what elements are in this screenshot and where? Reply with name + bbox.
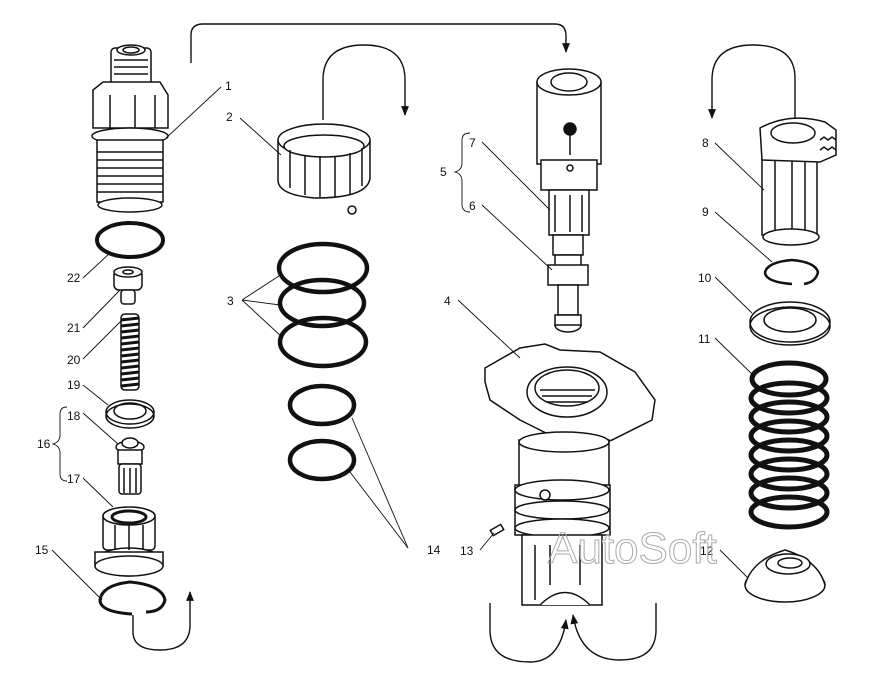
part-volume-reducer bbox=[113, 266, 143, 305]
part-delivery-valve bbox=[115, 437, 145, 495]
callout-6: 6 bbox=[469, 199, 476, 213]
callout-17: 17 bbox=[67, 472, 81, 486]
arrow-bottom-center-left bbox=[489, 603, 569, 663]
callout-9: 9 bbox=[702, 205, 709, 219]
arrow-bottom-left bbox=[132, 591, 194, 651]
callout-16: 16 bbox=[37, 437, 51, 451]
part-o-ring-22 bbox=[95, 221, 165, 259]
callout-21: 21 bbox=[67, 321, 81, 335]
callout-15: 15 bbox=[35, 543, 49, 557]
callout-13: 13 bbox=[460, 544, 474, 558]
callout-22: 22 bbox=[67, 271, 81, 285]
part-control-sleeve-gear bbox=[759, 117, 837, 246]
part-washer bbox=[749, 301, 831, 346]
leader-lines bbox=[51, 86, 773, 601]
part-barrel bbox=[536, 68, 602, 236]
part-retaining-ring bbox=[98, 580, 167, 616]
callout-11: 11 bbox=[698, 332, 711, 346]
part-plunger-spring bbox=[748, 360, 830, 530]
callout-3: 3 bbox=[227, 294, 234, 308]
callout-4: 4 bbox=[444, 294, 451, 308]
arrow-bottom-center-right bbox=[570, 603, 657, 661]
callout-18: 18 bbox=[67, 409, 81, 423]
callout-20: 20 bbox=[67, 353, 81, 367]
part-sleeve bbox=[277, 123, 371, 215]
part-valve-seat bbox=[94, 506, 164, 577]
callout-8: 8 bbox=[702, 136, 709, 150]
callout-labels: 1 2 3 4 5 6 7 8 9 10 11 12 13 14 15 16 1… bbox=[35, 79, 714, 558]
part-o-rings-small bbox=[287, 383, 357, 482]
part-pin bbox=[489, 523, 505, 537]
callout-10: 10 bbox=[698, 271, 712, 285]
watermark: AutoSoft bbox=[548, 524, 717, 573]
arrow-gear-loop bbox=[708, 44, 796, 122]
part-gasket bbox=[105, 399, 155, 429]
part-barrel-flange bbox=[484, 343, 656, 606]
callout-2: 2 bbox=[226, 110, 233, 124]
callout-19: 19 bbox=[67, 378, 81, 392]
part-valve-spring bbox=[120, 313, 140, 391]
callout-5: 5 bbox=[440, 165, 447, 179]
part-snap-ring bbox=[763, 258, 820, 286]
callout-14: 14 bbox=[427, 543, 441, 557]
callout-1: 1 bbox=[225, 79, 232, 93]
flow-arrows bbox=[132, 23, 796, 663]
callout-7: 7 bbox=[469, 136, 476, 150]
part-spring-seat bbox=[744, 549, 826, 603]
part-delivery-valve-holder bbox=[91, 44, 169, 213]
arrow-sleeve-loop bbox=[322, 44, 409, 120]
callout-12: 12 bbox=[700, 544, 714, 558]
part-o-rings-large bbox=[276, 241, 370, 369]
arrow-top-long bbox=[190, 23, 570, 63]
part-plunger bbox=[547, 234, 589, 333]
